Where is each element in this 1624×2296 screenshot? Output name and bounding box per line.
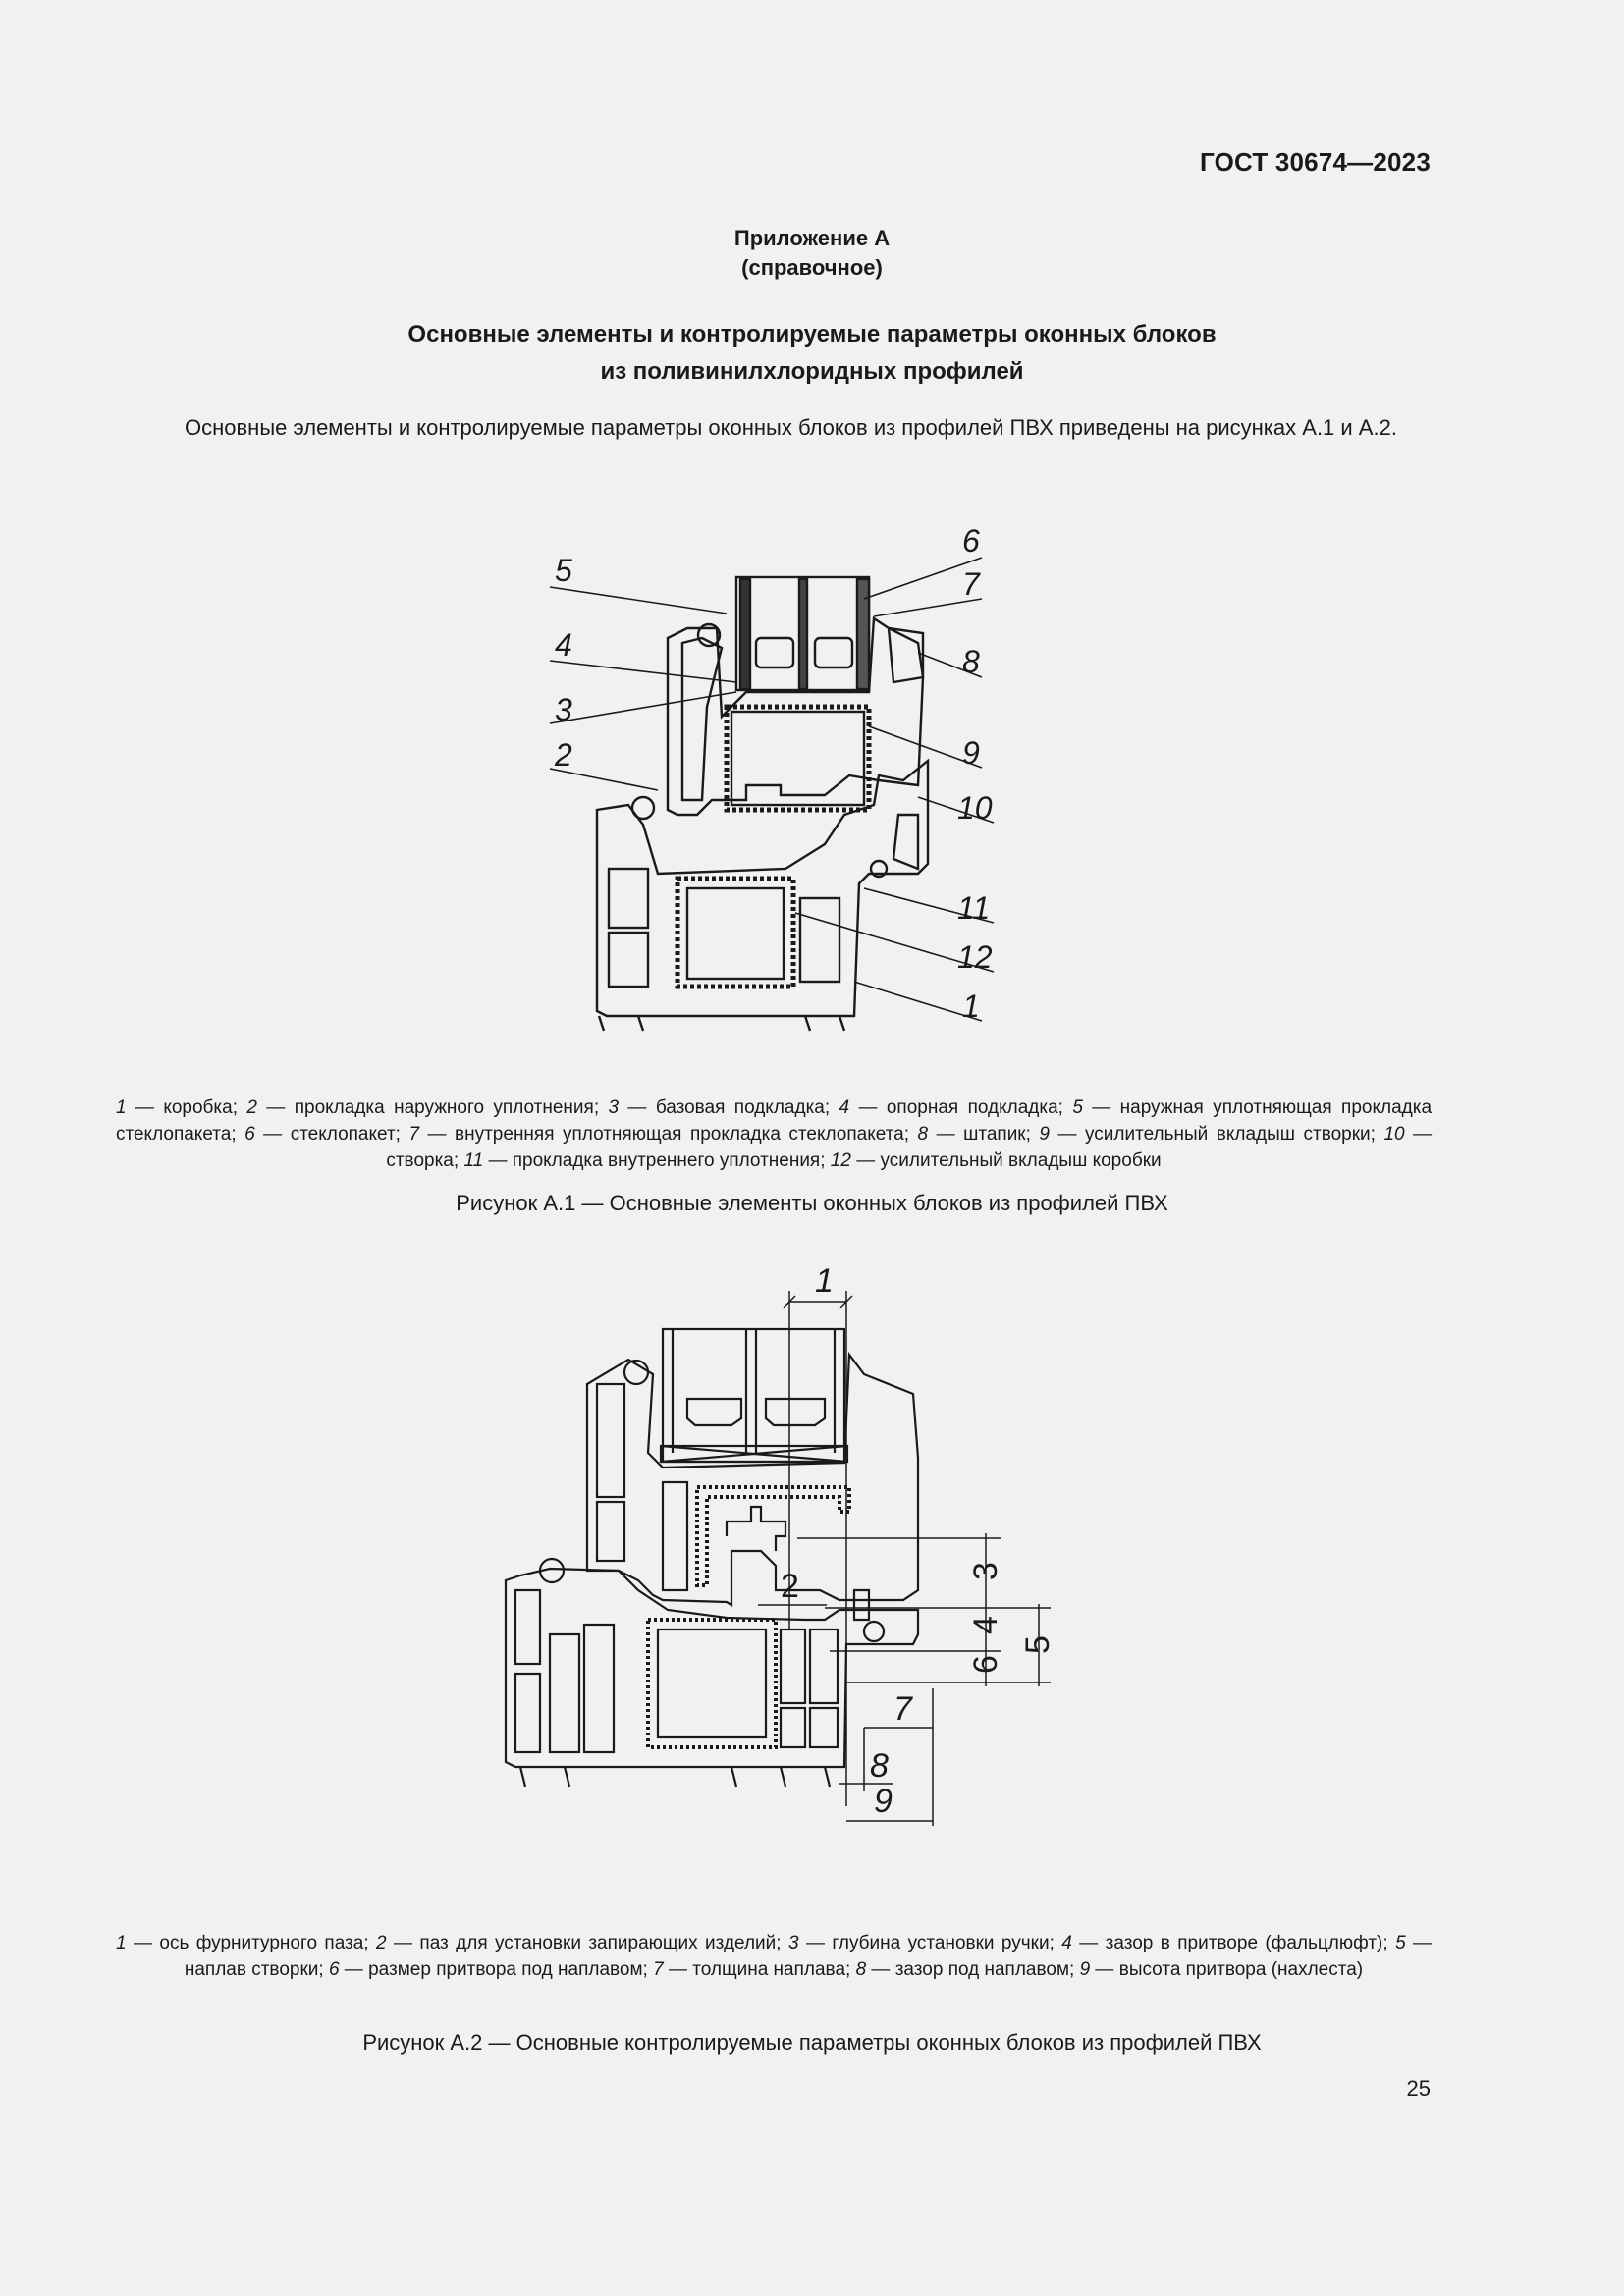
figure-a2-drawing: 1 2 3 4 5 6 7 8 9	[481, 1256, 1070, 1904]
appendix-type: (справочное)	[741, 255, 883, 280]
callout-10: 10	[957, 790, 993, 826]
dimension-1: 1	[815, 1262, 834, 1300]
callout-8: 8	[962, 644, 980, 679]
appendix-label: Приложение А	[733, 226, 891, 250]
figure-a2-legend: 1 — ось фурнитурного паза; 2 — паз для у…	[116, 1933, 1433, 1980]
callout-6: 6	[962, 523, 980, 559]
dimension-9: 9	[874, 1783, 893, 1820]
figure-a1-legend: 1 — коробка; 2 — прокладка наружного упл…	[116, 1097, 1433, 1171]
callout-1: 1	[962, 988, 980, 1024]
appendix-title: Основные элементы и контролируемые парам…	[0, 316, 1624, 391]
page-number: 25	[1406, 2076, 1431, 2101]
dimension-7: 7	[893, 1690, 913, 1728]
appendix-title-line1: Основные элементы и контролируемые парам…	[407, 321, 1217, 347]
dimension-2: 2	[781, 1568, 799, 1605]
dimension-3: 3	[967, 1562, 1004, 1580]
dimension-5: 5	[1019, 1635, 1056, 1654]
dimension-6: 6	[967, 1655, 1004, 1674]
appendix-heading: Приложение А (справочное)	[0, 224, 1624, 283]
callout-5: 5	[555, 553, 572, 588]
figure-a1-drawing: 5 4 3 2 6 7 8 9 10 11 12 1	[530, 520, 1021, 1070]
callout-7: 7	[962, 566, 981, 602]
intro-paragraph: Основные элементы и контролируемые парам…	[185, 415, 1397, 440]
dimension-4: 4	[967, 1616, 1004, 1634]
callout-11: 11	[957, 890, 990, 926]
callout-4: 4	[555, 627, 572, 663]
callout-3: 3	[555, 692, 572, 727]
figure-a2-caption: Рисунок А.2 — Основные контролируемые па…	[362, 2030, 1262, 2055]
document-code: ГОСТ 30674—2023	[1200, 147, 1431, 177]
callout-9: 9	[962, 735, 980, 771]
callout-12: 12	[957, 939, 993, 975]
callout-2: 2	[554, 737, 572, 773]
appendix-title-line2: из поливинилхлоридных профилей	[600, 358, 1024, 385]
figure-a1-caption: Рисунок А.1 — Основные элементы оконных …	[456, 1191, 1168, 1215]
dimension-8: 8	[870, 1747, 889, 1785]
